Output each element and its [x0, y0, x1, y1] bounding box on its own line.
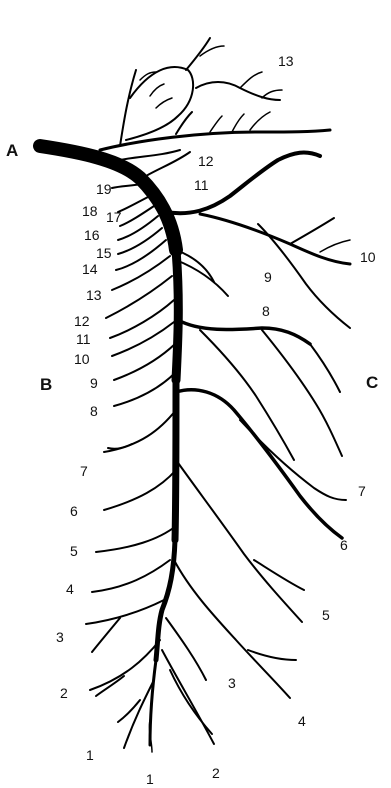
left-label-18: 18: [82, 203, 98, 219]
left-label-11: 11: [76, 331, 91, 347]
left-label-19: 19: [96, 181, 112, 197]
right-label-8: 8: [262, 303, 270, 319]
label-c: C: [366, 373, 378, 392]
left-label-2: 2: [60, 685, 68, 701]
right-label-12: 12: [198, 153, 214, 169]
left-label-14: 14: [82, 261, 98, 277]
left-label-13: 13: [86, 287, 102, 303]
left-label-3: 3: [56, 629, 64, 645]
left-label-6: 6: [70, 503, 78, 519]
right-label-1: 1: [146, 771, 154, 787]
left-branches: [86, 184, 176, 752]
left-label-7: 7: [80, 463, 88, 479]
right-branches: [162, 153, 350, 744]
left-label-8: 8: [90, 403, 98, 419]
right-label-7: 7: [358, 483, 366, 499]
right-label-11: 11: [194, 177, 209, 193]
right-label-6: 6: [340, 537, 348, 553]
left-label-15: 15: [96, 245, 112, 261]
right-label-13: 13: [278, 53, 294, 69]
left-label-12: 12: [74, 313, 90, 329]
right-label-10: 10: [360, 249, 376, 265]
right-label-2: 2: [212, 765, 220, 781]
label-b: B: [40, 375, 52, 394]
right-label-5: 5: [322, 607, 330, 623]
left-label-16: 16: [84, 227, 100, 243]
left-label-17: 17: [106, 209, 122, 225]
left-label-9: 9: [90, 375, 98, 391]
right-number-labels: 1 2 3 4 5 6 7 8 9 10 11 12 13: [146, 53, 376, 787]
right-label-3: 3: [228, 675, 236, 691]
label-a: A: [6, 141, 18, 160]
left-label-5: 5: [70, 543, 78, 559]
main-trunk: [40, 146, 178, 745]
left-label-4: 4: [66, 581, 74, 597]
left-label-10: 10: [74, 351, 90, 367]
right-label-4: 4: [298, 713, 306, 729]
right-label-9: 9: [264, 269, 272, 285]
left-number-labels: 1 2 3 4 5 6 7 8 9 10 11 12 13 14 15 16 1…: [56, 181, 122, 763]
left-label-1: 1: [86, 747, 94, 763]
